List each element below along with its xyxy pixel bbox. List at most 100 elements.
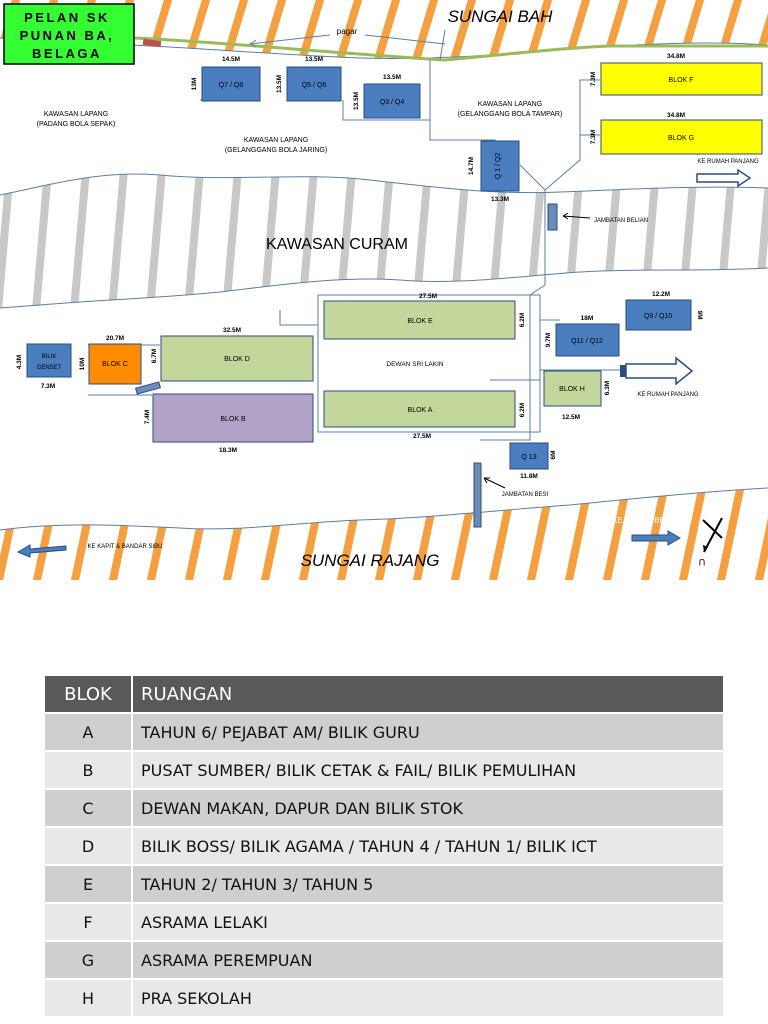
river-bank-stripe [450, 0, 476, 59]
river-bank-stripe [146, 0, 172, 59]
q3-width-dim: 13.5M [383, 74, 401, 81]
title-box [3, 3, 135, 65]
block-cell: H [45, 978, 133, 1016]
blok-c-height-dim: 10M [79, 358, 86, 371]
to-longhouse-arrow-1 [696, 168, 752, 188]
steep-slope-stripe [450, 174, 470, 308]
q11-width-dim: 18M [581, 315, 594, 322]
header-blok: BLOK [45, 676, 133, 713]
river-bank-stripe [754, 0, 768, 59]
school-site-plan: PELAN SK PUNAN BA, BELAGA SUNGAI BAH SUN… [0, 0, 768, 580]
river-bank-stripe [488, 0, 514, 59]
title-line-1: PELAN SK [24, 10, 110, 25]
block-cell: E [45, 864, 133, 903]
building-genset [26, 343, 72, 378]
steep-slope-stripe [640, 174, 660, 308]
title-line-2: PUNAN BA, [20, 28, 115, 43]
blok-f-label: BLOK F [669, 77, 694, 84]
q5-height-dim: 13.5M [276, 75, 283, 93]
building-q3-q4 [363, 83, 421, 119]
q9-height-dim: 9M [696, 310, 703, 319]
north-arrow-icon [702, 517, 723, 553]
building-blok-b [152, 393, 314, 443]
river-bank-stripe [412, 0, 438, 59]
q11-q12-label: Q11 / Q12 [571, 338, 603, 345]
rooms-cell: DEWAN MAKAN, DAPUR DAN BILIK STOK [132, 788, 723, 827]
q13-label: Q 13 [521, 454, 536, 461]
steep-slope-stripe [70, 174, 90, 308]
river-bank-stripe [336, 0, 362, 59]
building-blok-c [88, 343, 142, 385]
river-bank-stripe [32, 488, 62, 580]
river-bank-stripe [184, 488, 214, 580]
steep-slope-stripe [716, 174, 736, 308]
blok-c-width-dim: 20.7M [106, 335, 124, 342]
building-q5-q6 [286, 66, 342, 102]
tampar-label-1: KAWASAN LAPANG [478, 101, 542, 108]
building-q1-q2 [480, 140, 520, 192]
fence-label: pagar [337, 27, 358, 36]
blok-g-width-dim: 34.8M [667, 112, 685, 119]
q7-q8-label: Q7 / Q8 [219, 82, 244, 89]
steep-slope-stripe [184, 174, 204, 308]
q5-q6-label: Q5 / Q6 [302, 82, 327, 89]
legend-header-row: BLOK RUANGAN [45, 676, 723, 713]
blok-b-label: BLOK B [220, 416, 246, 423]
river-bank-stripe [640, 488, 670, 580]
genset-label-1: BILIK [42, 354, 57, 360]
steep-slope-stripe [526, 174, 546, 308]
river-bank-stripe [716, 0, 742, 59]
genset-height-dim: 4.3M [16, 355, 23, 369]
pathways [88, 29, 625, 441]
blok-b-width-dim: 18.3M [219, 447, 237, 454]
block-cell: B [45, 750, 133, 789]
river-bottom-label: SUNGAI RAJANG [301, 551, 440, 570]
river-bank-stripe [678, 488, 708, 580]
steep-area-label: KAWASAN CURAM [266, 236, 408, 253]
steep-slope-stripe [412, 174, 432, 308]
building-q11-q12 [555, 323, 620, 357]
genset-label-2: GENSET [37, 365, 62, 371]
river-bank-stripe [184, 0, 210, 59]
steep-slope-stripe [0, 174, 14, 308]
river-bank-stripe [716, 488, 746, 580]
steep-slope-stripe [108, 174, 128, 308]
river-bank-stripe [108, 488, 138, 580]
blok-a-width-dim: 27.5M [413, 433, 431, 440]
block-cell: D [45, 826, 133, 865]
river-bank-stripe [260, 488, 290, 580]
padang-label-1: KAWASAN LAPANG [44, 111, 108, 118]
river-bank-stripe [754, 488, 768, 580]
blok-f-width-dim: 34.8M [667, 53, 685, 60]
river-bank-stripe [564, 0, 590, 59]
q5-width-dim: 13.5M [305, 56, 323, 63]
river-bank-stripe [260, 0, 286, 59]
blok-h-width-dim: 12.5M [562, 414, 580, 421]
rooms-cell: TAHUN 2/ TAHUN 3/ TAHUN 5 [132, 864, 723, 903]
river-bank-stripe [678, 0, 704, 59]
to-longhouse-arrow-2 [625, 356, 694, 386]
to-longhouse-label-1: KE RUMAH PANJANG [697, 159, 759, 165]
to-kapit-label: KE KAPIT & BANDAR SIBU [88, 544, 163, 550]
steep-slope-stripe [146, 174, 166, 308]
building-q13 [509, 442, 549, 470]
river-bank-stripe [222, 0, 248, 59]
blok-g-label: BLOK G [668, 135, 694, 142]
steep-slope-stripe [602, 174, 622, 308]
river-bank-stripe [526, 0, 552, 59]
q3-q4-label: Q3 / Q4 [380, 99, 405, 106]
river-bank-stripe [374, 0, 400, 59]
jaring-label-2: (GELANGGANG BOLA JARING) [225, 147, 327, 154]
river-bank-stripe [222, 488, 252, 580]
block-cell: A [45, 712, 133, 751]
river-bank-stripe [602, 488, 632, 580]
building-q9-q10 [625, 299, 692, 331]
block-cell: F [45, 902, 133, 941]
belian-bridge-label: JAMBATAN BELIAN [594, 218, 648, 224]
blok-f-height-dim: 7.3M [590, 72, 597, 86]
